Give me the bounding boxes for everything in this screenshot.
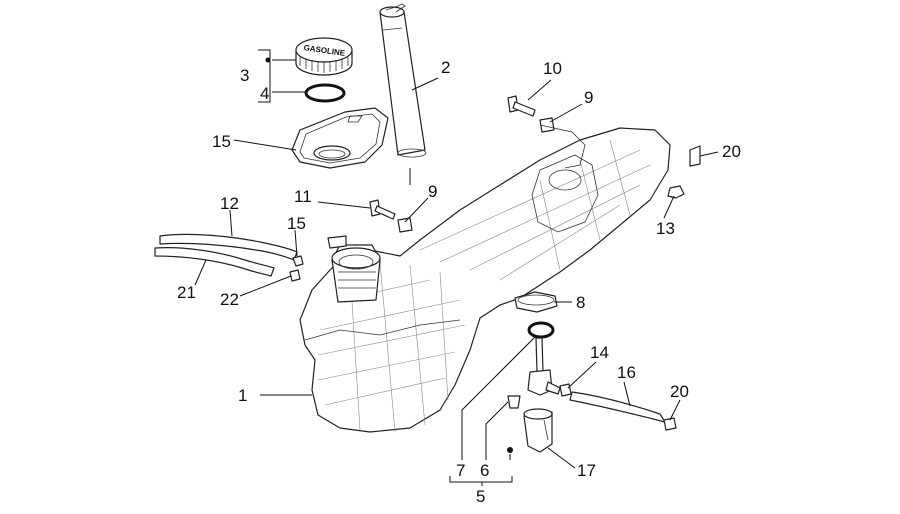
label-22: 22 [220, 290, 239, 309]
filler-tube [379, 3, 427, 158]
hose-12 [159, 233, 298, 261]
label-3: 3 [240, 66, 249, 85]
label-8: 8 [576, 293, 585, 312]
hose-16 [569, 391, 666, 423]
label-11: 11 [294, 187, 312, 206]
clamp-8 [514, 291, 558, 313]
label-16: 16 [617, 363, 636, 382]
clip-15 [292, 255, 304, 267]
clip-22 [289, 269, 301, 282]
fuel-valve [527, 337, 561, 396]
fuel-tank [299, 124, 671, 433]
label-10: 10 [543, 59, 562, 78]
label-2: 2 [441, 58, 450, 77]
label-20-upper: 20 [722, 142, 741, 161]
washer-middle [397, 217, 413, 233]
nut-13 [667, 185, 685, 199]
o-ring-cap [304, 83, 346, 103]
drain-screw [507, 395, 521, 409]
label-13: 13 [656, 219, 675, 238]
washer-upper [539, 117, 555, 133]
label-1: 1 [238, 386, 247, 405]
label-6: 6 [480, 461, 489, 480]
filler-tray [291, 107, 389, 169]
fuel-cap: GASOLINE [295, 37, 353, 76]
bracket-20-upper [689, 145, 701, 167]
part-labels: 3 4 2 10 9 15 20 11 9 12 15 13 21 22 8 1… [177, 58, 741, 506]
label-17: 17 [577, 461, 596, 480]
label-9-middle: 9 [428, 182, 437, 201]
filter-cup [523, 408, 553, 453]
label-15-upper: 15 [212, 132, 231, 151]
label-7: 7 [456, 461, 465, 480]
o-ring-valve [527, 321, 555, 339]
bolt-middle [369, 199, 396, 220]
label-20-lower: 20 [670, 382, 689, 401]
label-4: 4 [260, 84, 269, 103]
label-21: 21 [177, 283, 196, 302]
label-15-middle: 15 [287, 214, 306, 233]
label-12: 12 [220, 194, 239, 213]
leader-lines [194, 49, 719, 486]
label-9-upper: 9 [584, 88, 593, 107]
tank-filler-neck [327, 235, 381, 303]
label-5: 5 [476, 487, 485, 506]
label-14: 14 [590, 343, 609, 362]
hose-21 [154, 247, 275, 277]
bolt-upper [507, 95, 536, 117]
clip-14 [559, 383, 572, 397]
